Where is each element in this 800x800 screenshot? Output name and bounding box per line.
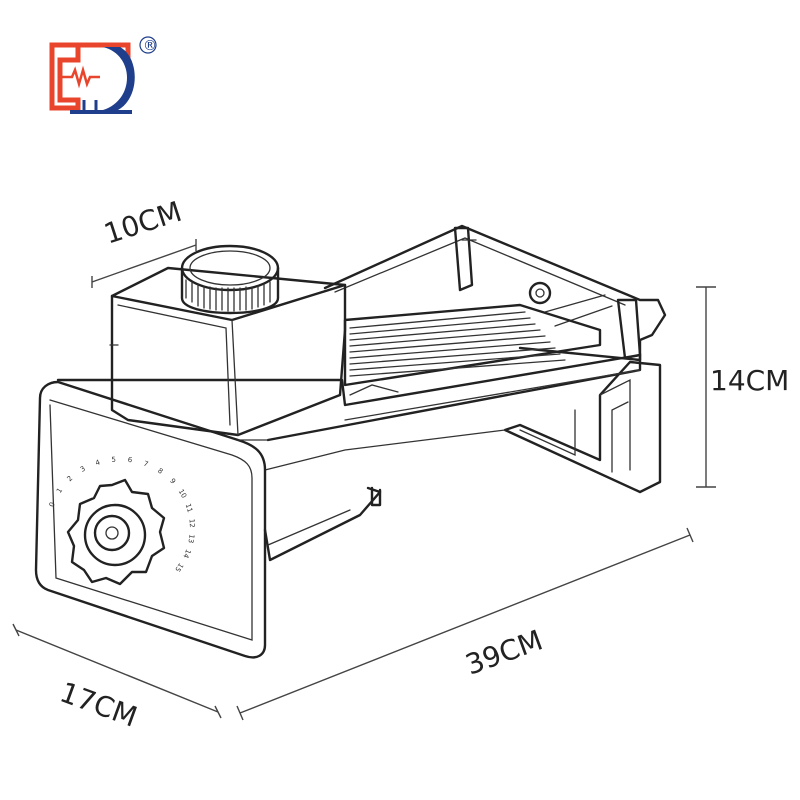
feed-hopper [110,266,347,437]
dial-scale-number: 5 [111,456,116,464]
front-panel [34,380,267,659]
dial-knob-center [83,503,147,567]
under-body [263,486,382,562]
dial-scale-number: 3 [79,465,87,474]
front-body [56,353,642,442]
logo-blue-stand [82,100,98,112]
dial-scale-number: 10 [177,488,188,500]
frame-knob [528,281,552,305]
dial-scale-number: 15 [173,561,185,573]
brand-logo: ® [49,36,157,114]
dial-scale-number: 0 [48,501,57,508]
blade-bed [343,303,602,396]
rear-leg [503,360,662,494]
dial-scale-number: 14 [181,548,192,560]
dial-scale-number: 8 [156,467,164,476]
registered-ring [139,36,157,54]
dial-scale-number: 11 [184,503,194,514]
dim-label-depth: 17CM [56,676,142,734]
logo-red-frame [49,42,81,111]
dial-scale-number: 13 [186,534,195,544]
dial-scale-number: 1 [55,487,64,495]
dim-label-length: 39CM [461,623,547,681]
dimension-lines [12,239,716,721]
dim-label-top-width: 10CM [100,195,186,251]
dial-scale-number: 6 [127,456,133,465]
dial-scale-number: 9 [168,477,177,486]
dim-label-height: 14CM [710,364,789,397]
dial-knob-outer [66,478,166,586]
dial-scale-number: 7 [142,459,149,468]
logo-blue-bowl [103,47,135,110]
logo-red-zigzag [62,65,100,89]
dial-scale-number: 2 [66,474,75,483]
dial-scale-number: 12 [187,519,196,528]
pusher-cylinder [180,244,280,315]
dial-scale-number: 4 [94,458,101,467]
